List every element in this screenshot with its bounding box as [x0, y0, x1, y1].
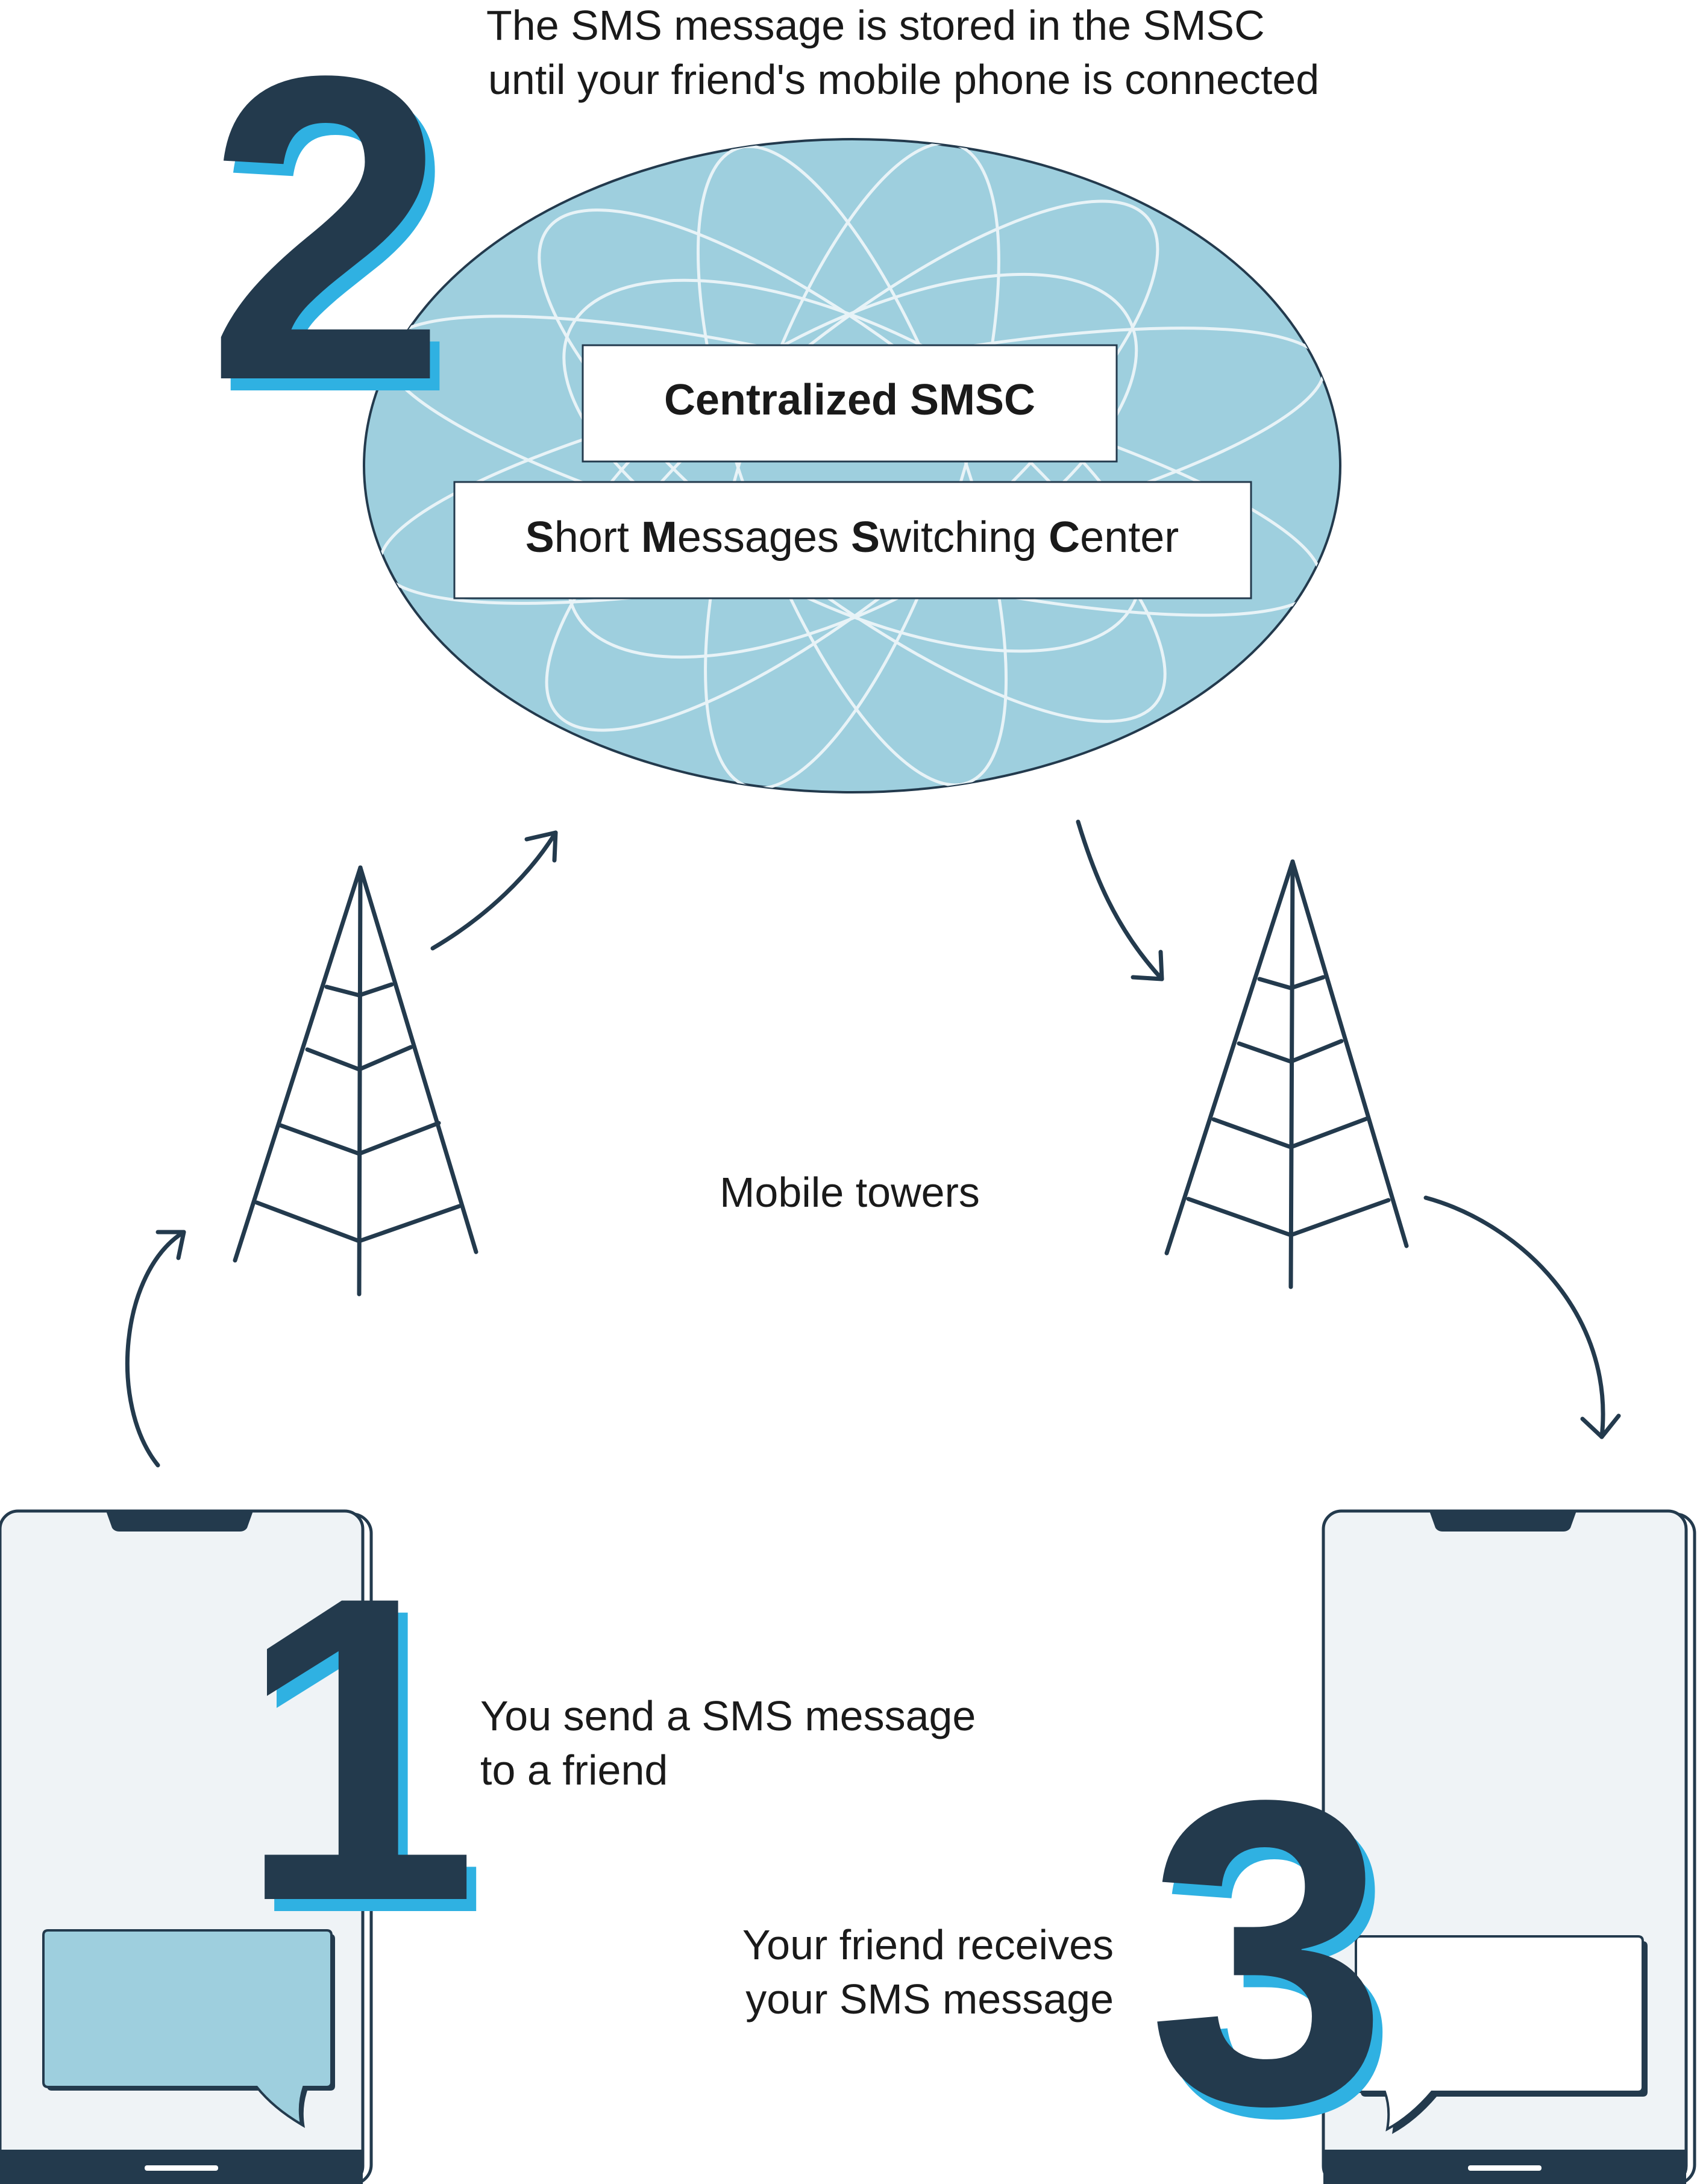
sender-phone — [0, 1509, 373, 2184]
smsc-subtitle-part: witching — [879, 513, 1049, 562]
svg-text:2: 2 — [206, 0, 447, 471]
smsc-subtitle-box: Short Messages Switching Center — [453, 481, 1252, 599]
smsc-subtitle-part: S — [525, 513, 554, 562]
smsc-subtitle-part: S — [851, 513, 880, 562]
step-3-number: 3 3 — [1147, 1710, 1398, 2184]
smsc-subtitle-part: essages — [677, 513, 851, 562]
svg-text:3: 3 — [1147, 1710, 1388, 2184]
svg-text:2: 2 — [216, 0, 457, 483]
towers-label: Mobile towers — [720, 1169, 980, 1216]
smsc-subtitle-part: C — [1049, 513, 1080, 562]
svg-text:3: 3 — [1157, 1722, 1398, 2184]
smsc-subtitle-part: hort — [554, 513, 641, 562]
svg-text:1: 1 — [237, 1506, 478, 1991]
receiver-phone — [1322, 1509, 1696, 2184]
step-3-caption-line1: Your friend receives — [742, 1921, 1114, 1968]
cell-tower-icon — [1164, 859, 1409, 1289]
curved-arrow-icon — [125, 1230, 186, 1468]
smsc-subtitle-part: M — [641, 513, 677, 562]
smsc-subtitle: Short Messages Switching Center — [525, 513, 1179, 562]
step-1-number: 1 1 — [237, 1506, 488, 2003]
step-2-caption-line1: The SMS message is stored in the SMSC — [486, 2, 1265, 49]
step-1-caption-line1: You send a SMS message — [480, 1692, 976, 1739]
step-2-caption-line2: until your friend's mobile phone is conn… — [488, 56, 1319, 103]
curved-arrow-icon — [430, 830, 558, 951]
smsc-title: Centralized SMSC — [664, 376, 1035, 424]
cell-tower-icon — [233, 865, 478, 1297]
smsc-title-box: Centralized SMSC — [582, 344, 1118, 463]
step-3-caption-line2: your SMS message — [745, 1976, 1114, 2023]
curved-arrow-icon — [1423, 1195, 1621, 1439]
message-bubble-icon — [42, 1929, 335, 2128]
message-bubble-icon — [1355, 1935, 1648, 2134]
smsc-globe — [363, 138, 1341, 793]
step-1-caption-line2: to a friend — [480, 1747, 668, 1794]
smsc-subtitle-part: enter — [1080, 513, 1179, 562]
step-2-number: 2 2 — [206, 0, 457, 483]
svg-text:1: 1 — [247, 1518, 488, 2003]
curved-arrow-icon — [1076, 819, 1164, 981]
